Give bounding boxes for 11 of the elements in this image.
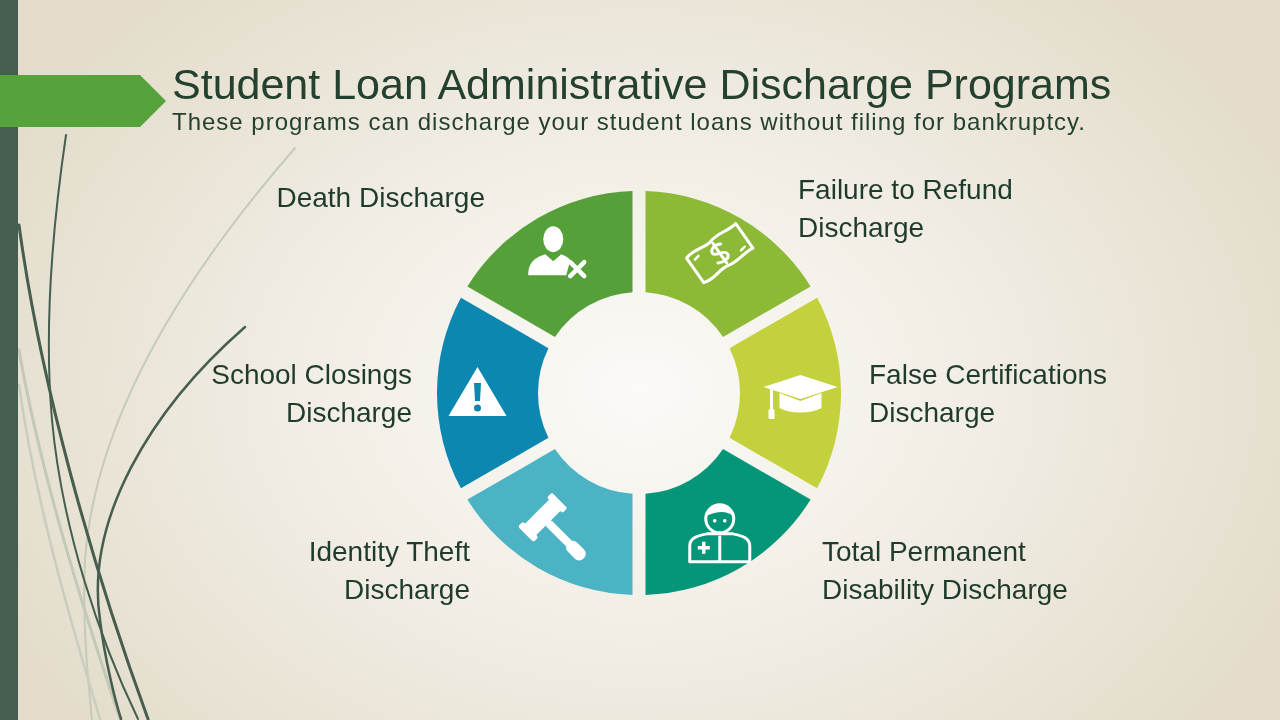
ring-segment xyxy=(729,297,841,489)
ring-segment xyxy=(437,297,549,489)
segment-label: Death Discharge xyxy=(275,181,485,215)
subtitle: These programs can discharge your student loans without filing for bankruptcy. xyxy=(172,108,1086,137)
slide-title: Student Loan Administrative Discharge Programs xyxy=(172,59,1112,110)
ring-segment xyxy=(645,449,811,595)
segment-label: Identity Theft Discharge xyxy=(307,535,470,607)
segment-label: False Certifications Discharge xyxy=(869,358,1109,430)
segment-label: Failure to Refund Discharge xyxy=(798,173,1014,245)
segment-label: School Closings Discharge xyxy=(210,358,412,430)
segment-label: Total Permanent Disability Discharge xyxy=(822,535,1069,607)
